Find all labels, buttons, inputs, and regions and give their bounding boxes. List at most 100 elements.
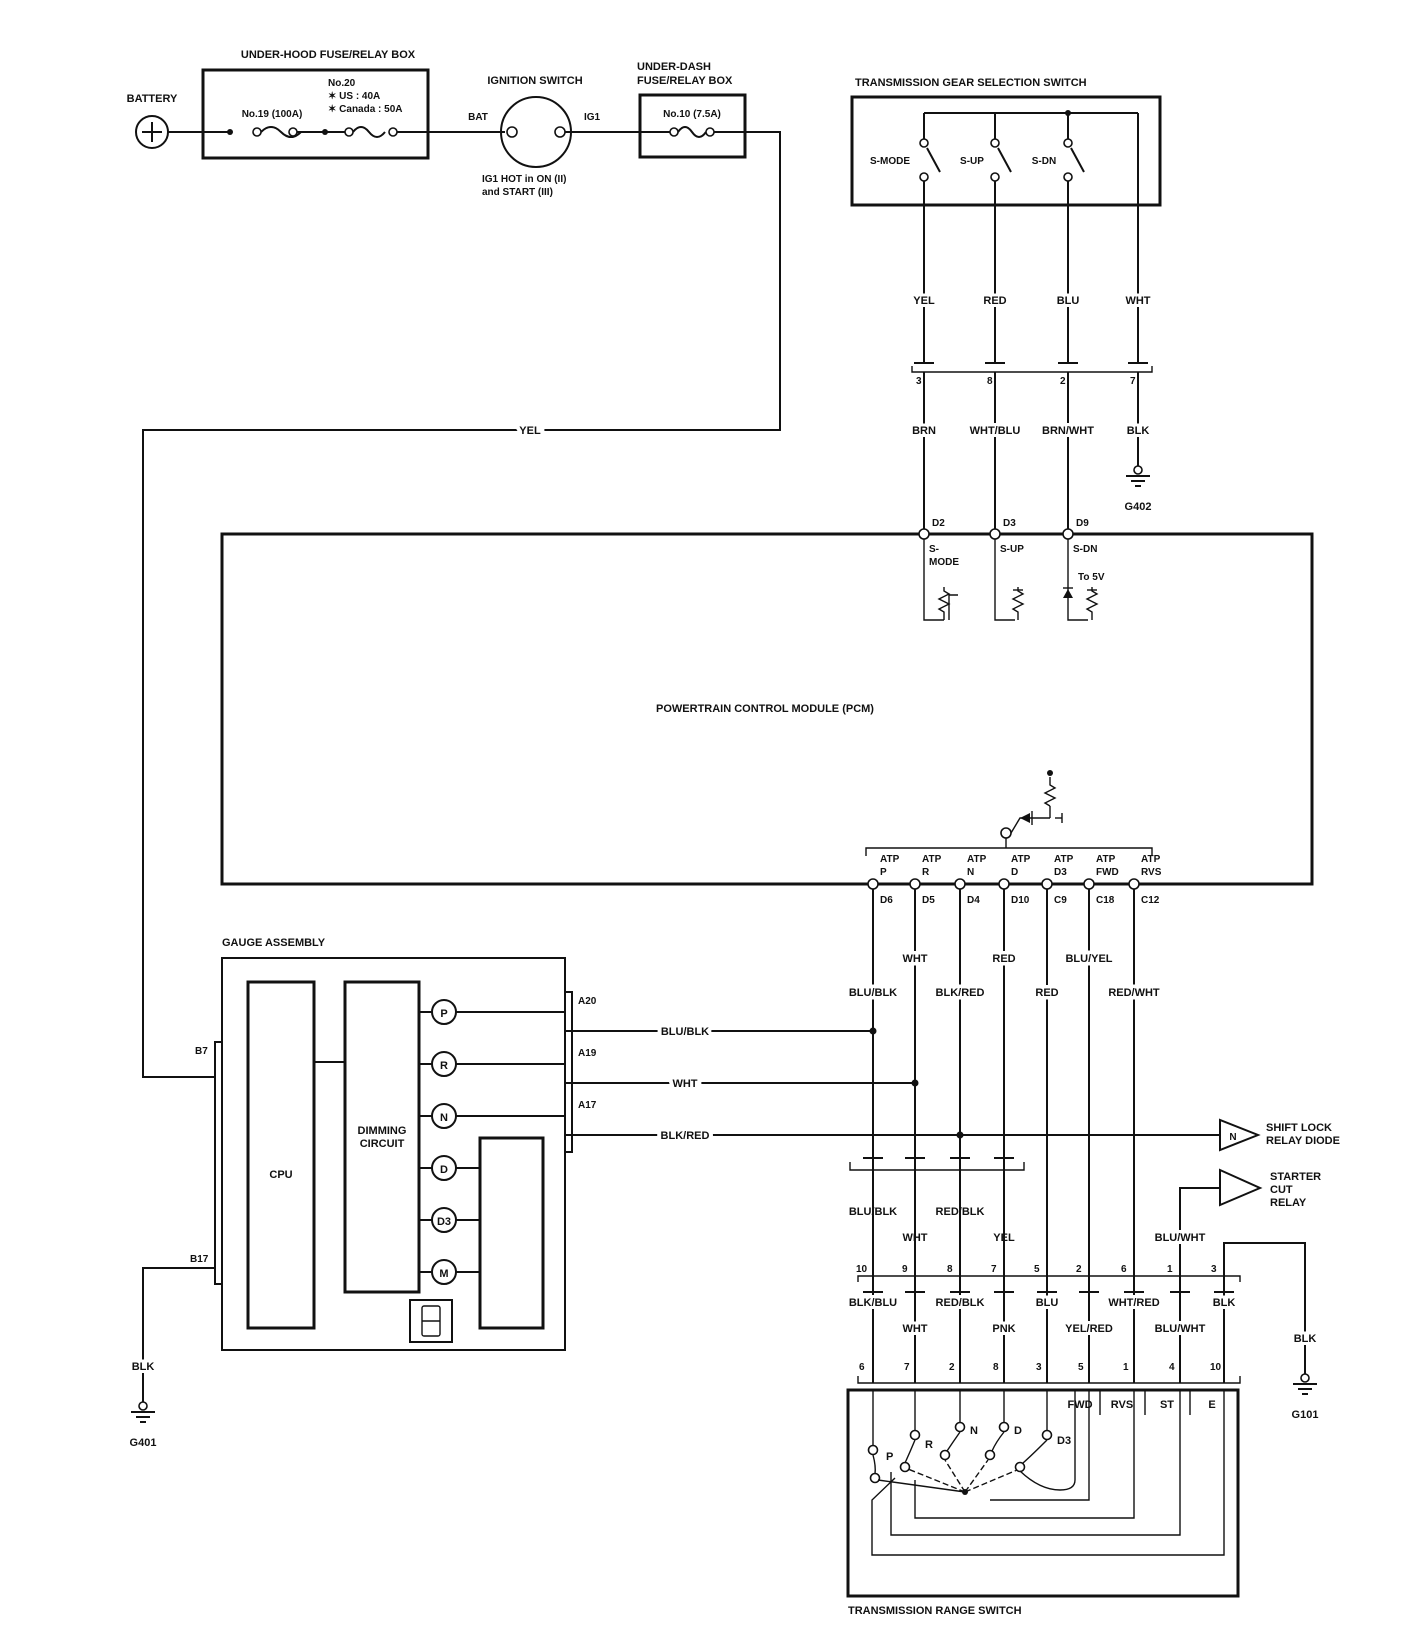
pcm-pin-c9: C9 bbox=[1054, 895, 1067, 906]
gauge-assembly-label: GAUGE ASSEMBLY bbox=[222, 937, 326, 949]
ground-g401-icon: G401 bbox=[130, 1401, 156, 1449]
gauge-pin-a17: A17 bbox=[578, 1100, 597, 1111]
ignition-note-1: IG1 HOT in ON (II) bbox=[482, 174, 566, 185]
atp-r-label-1: ATP bbox=[922, 854, 942, 865]
pcm-term-sup: S-UP bbox=[1000, 544, 1024, 555]
transmission-gear-selection-switch: TRANSMISSION GEAR SELECTION SWITCH S-MOD… bbox=[850, 77, 1162, 207]
tgss-switch-sup: S-UP bbox=[960, 156, 984, 167]
atp-wire-red-wht: RED/WHT bbox=[1108, 987, 1160, 999]
dimming-label-2: CIRCUIT bbox=[360, 1138, 405, 1150]
ignition-switch-label: IGNITION SWITCH bbox=[487, 75, 582, 87]
g101-wire bbox=[1223, 1242, 1306, 1374]
underhood-fuse-box: UNDER-HOOD FUSE/RELAY BOX No.19 (100A) N… bbox=[201, 49, 430, 160]
conn-a-pin-1: 1 bbox=[1167, 1264, 1173, 1275]
starter-cut-label-3: RELAY bbox=[1270, 1197, 1307, 1209]
pcm-pin-d2: D2 bbox=[932, 518, 945, 529]
wire-yel: YEL bbox=[913, 295, 935, 307]
conn-b-pin-2: 2 bbox=[949, 1362, 955, 1373]
gauge-pin-a19: A19 bbox=[578, 1048, 597, 1059]
conn-a-pin-10: 10 bbox=[856, 1264, 868, 1275]
fuse-20-line-2: ✶ US : 40A bbox=[328, 91, 380, 102]
pcm-term-smode-1: S- bbox=[929, 544, 939, 555]
atp-d3-label-2: D3 bbox=[1054, 867, 1067, 878]
indicator-p: P bbox=[440, 1008, 447, 1020]
gauge-wire-blu-blk: BLU/BLK bbox=[661, 1026, 709, 1038]
indicator-r: R bbox=[440, 1060, 448, 1072]
resistor-smode-icon bbox=[937, 587, 951, 620]
pcm-pin-d9: D9 bbox=[1076, 518, 1089, 529]
gauge-assembly: GAUGE ASSEMBLY B7 B17 A20 A19 A17 CPU DI… bbox=[190, 937, 597, 1351]
resistor-sup-icon bbox=[1011, 587, 1025, 620]
starter-cut-arrow-icon bbox=[1219, 1168, 1263, 1207]
resistor-atp-icon bbox=[1043, 777, 1057, 807]
pcm-pin-d3: D3 bbox=[1003, 518, 1016, 529]
gauge-branch-wires: BLU/BLK WHT BLK/RED bbox=[565, 1022, 1220, 1146]
pcm-pin-d6: D6 bbox=[880, 895, 893, 906]
atp-n-label-2: N bbox=[967, 867, 974, 878]
conn-b-pin-4: 4 bbox=[1169, 1362, 1175, 1373]
atp-wire-blu-yel: BLU/YEL bbox=[1065, 953, 1112, 965]
atp-n-label-1: ATP bbox=[967, 854, 987, 865]
diode-icon bbox=[1063, 589, 1073, 598]
conn-a-pin-3: 3 bbox=[1211, 1264, 1217, 1275]
atp-terminals: ATP P ATP R ATP N ATP D ATP D3 ATP FWD A… bbox=[867, 854, 1162, 906]
resistor-sdn-icon bbox=[1085, 587, 1099, 620]
conn-a-pin-8: 8 bbox=[947, 1264, 953, 1275]
starter-cut-relay: STARTER CUT RELAY BLU/WHT bbox=[1152, 1168, 1321, 1292]
dimming-label-1: DIMMING bbox=[358, 1125, 407, 1137]
trs-col-rvs: RVS bbox=[1111, 1399, 1133, 1411]
atp-d-label-2: D bbox=[1011, 867, 1018, 878]
fuse-20-line-3: ✶ Canada : 50A bbox=[328, 104, 403, 115]
conn-b-pin-10: 10 bbox=[1210, 1362, 1222, 1373]
low-wire-yel-red: YEL/RED bbox=[1065, 1323, 1113, 1335]
conn-b-pin-3: 3 bbox=[1036, 1362, 1042, 1373]
conn-a-pin-2: 2 bbox=[1076, 1264, 1082, 1275]
g101-wire-blk: BLK bbox=[1294, 1333, 1317, 1345]
atp-r-label-2: R bbox=[922, 867, 930, 878]
tgss-switch-sdn: S-DN bbox=[1032, 156, 1056, 167]
pcm-pin-d4: D4 bbox=[967, 895, 980, 906]
atp-rvs-label-1: ATP bbox=[1141, 854, 1161, 865]
atp-wire-wht: WHT bbox=[902, 953, 927, 965]
shift-lock-arrow-icon bbox=[1219, 1118, 1261, 1152]
yel-feed-label: YEL bbox=[519, 425, 541, 437]
gauge-wire-blk-red: BLK/RED bbox=[661, 1130, 710, 1142]
pcm: POWERTRAIN CONTROL MODULE (PCM) D2 D3 D9… bbox=[220, 518, 1314, 906]
pcm-pin-d5: D5 bbox=[922, 895, 935, 906]
underdash-fuse-box: UNDER-DASH FUSE/RELAY BOX No.10 (7.5A) bbox=[637, 61, 747, 159]
trs-pos-d3: D3 bbox=[1057, 1435, 1071, 1447]
tgss-wires: YEL RED BLU WHT 3 8 2 7 BRN WHT/BLU BRN/… bbox=[909, 181, 1154, 534]
trs-pos-n: N bbox=[970, 1425, 978, 1437]
atp-d3-label-1: ATP bbox=[1054, 854, 1074, 865]
conn-b-pin-7: 7 bbox=[904, 1362, 910, 1373]
shift-lock-relay-diode: N SHIFT LOCK RELAY DIODE bbox=[1219, 1118, 1340, 1152]
wire-brn-wht: BRN/WHT bbox=[1042, 425, 1094, 437]
conn-b-pin-5: 5 bbox=[1078, 1362, 1084, 1373]
conn-b-pin-1: 1 bbox=[1123, 1362, 1129, 1373]
g401-wire bbox=[142, 1267, 215, 1402]
atp-fwd-label-1: ATP bbox=[1096, 854, 1116, 865]
seven-segment-icon bbox=[409, 1299, 453, 1343]
fuse-19-label: No.19 (100A) bbox=[242, 109, 303, 120]
conn-b-pin-6: 6 bbox=[859, 1362, 865, 1373]
wire-blu: BLU bbox=[1057, 295, 1080, 307]
gauge-wire-wht: WHT bbox=[672, 1078, 697, 1090]
atp-p-label-2: P bbox=[880, 867, 887, 878]
battery: BATTERY bbox=[127, 93, 178, 149]
wire-wht: WHT bbox=[1125, 295, 1150, 307]
atp-wire-red-d3: RED bbox=[1035, 987, 1058, 999]
pcm-term-smode-2: MODE bbox=[929, 557, 959, 568]
trs-col-st: ST bbox=[1160, 1399, 1174, 1411]
tgss-pin-8: 8 bbox=[987, 376, 993, 387]
tgss-switch-smode: S-MODE bbox=[870, 156, 910, 167]
fuse-10-icon bbox=[677, 126, 707, 138]
trs-col-fwd: FWD bbox=[1067, 1399, 1092, 1411]
wire-red: RED bbox=[983, 295, 1006, 307]
trs-label: TRANSMISSION RANGE SWITCH bbox=[848, 1605, 1022, 1617]
low-wire-wht: WHT bbox=[902, 1323, 927, 1335]
starter-wire-blu-wht: BLU/WHT bbox=[1155, 1232, 1206, 1244]
ignition-ig1-label: IG1 bbox=[584, 112, 601, 123]
indicator-d3: D3 bbox=[437, 1216, 451, 1228]
atp-d-label-1: ATP bbox=[1011, 854, 1031, 865]
underdash-box-label-2: FUSE/RELAY BOX bbox=[637, 75, 733, 87]
